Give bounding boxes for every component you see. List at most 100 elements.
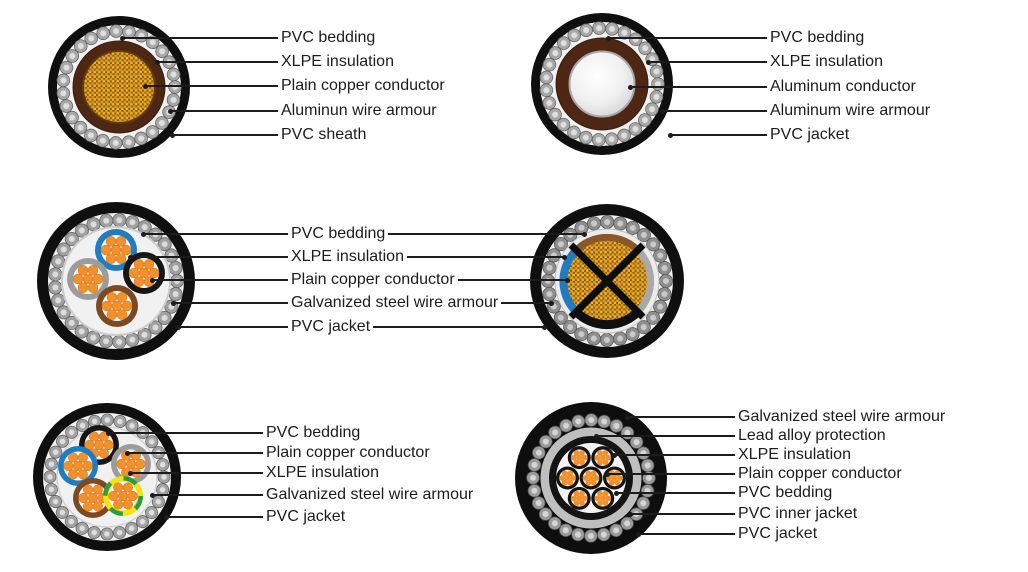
- layer-label: PVC bedding: [738, 484, 833, 501]
- layer-label: Galvanized steel wire armour: [291, 294, 499, 311]
- label-row: PVC inner jacket: [628, 504, 860, 524]
- core-brown: [96, 285, 138, 327]
- layer-label: PVC bedding: [291, 225, 386, 242]
- label-row: PVC bedding: [614, 483, 835, 503]
- sector-left-blue: [559, 247, 607, 315]
- label-row: PVC sheath: [170, 125, 369, 145]
- core-earth-yellow-green: [103, 476, 143, 516]
- leader-line: [120, 35, 278, 40]
- leader-line: [660, 108, 767, 113]
- leader-line: [164, 514, 263, 519]
- label-row: Plain copper conductor: [143, 76, 448, 96]
- layer-label: Galvanized steel wire armour: [738, 408, 946, 425]
- label-row: PVC bedding: [120, 28, 378, 48]
- sector-right-gray: [607, 247, 655, 315]
- layer-label: XLPE insulation: [281, 53, 394, 70]
- label-row: PVC bedding: [606, 28, 867, 48]
- leader-line: [501, 300, 554, 305]
- cable-single-core-aluminum-cross-section: [531, 13, 673, 155]
- cable-four-round-core-cross-section: [37, 202, 195, 360]
- sector-top-brown: [573, 233, 641, 281]
- layer-label: PVC jacket: [770, 126, 850, 143]
- label-row: Galvanized steel wire armour: [625, 407, 948, 427]
- core-cluster: [556, 446, 626, 510]
- leader-line: [168, 108, 278, 113]
- label-row: PVC bedding: [106, 423, 363, 443]
- leader-line: [625, 414, 735, 419]
- leader-line: [457, 277, 571, 282]
- leader-line: [373, 324, 547, 329]
- label-row: XLPE insulation: [128, 463, 382, 483]
- leader-line: [606, 35, 767, 40]
- layer-label: PVC bedding: [281, 29, 376, 46]
- aluminum-conductor: [568, 50, 636, 118]
- label-row: Aluminum conductor: [628, 77, 919, 97]
- label-row: PVC jacket: [176, 317, 547, 337]
- label-row: Aluminum wire armour: [660, 101, 933, 121]
- leader-line: [150, 492, 263, 497]
- copper-conductor: [82, 50, 156, 124]
- core-blue: [95, 229, 137, 271]
- layer-label: PVC jacket: [291, 318, 371, 335]
- cable-single-core-copper-cross-section: [48, 16, 190, 158]
- leader-line: [155, 59, 278, 64]
- layer-label: PVC jacket: [266, 508, 346, 525]
- layer-label: XLPE insulation: [266, 464, 379, 481]
- leader-line: [646, 59, 767, 64]
- layer-label: XLPE insulation: [738, 446, 851, 463]
- leader-line: [170, 132, 278, 137]
- layer-label: PVC sheath: [281, 126, 367, 143]
- layer-label: Galvanized steel wire armour: [266, 486, 474, 503]
- label-row: Aluminun wire armour: [168, 101, 440, 121]
- leader-line: [628, 84, 767, 89]
- leader-line: [125, 450, 263, 455]
- core-brown: [73, 478, 113, 518]
- label-row: Plain copper conductor: [150, 270, 571, 290]
- layer-label: Lead alloy protection: [738, 427, 886, 444]
- leader-line: [171, 300, 288, 305]
- leader-line: [141, 231, 288, 236]
- label-row: PVC jacket: [636, 524, 820, 544]
- leader-line: [605, 471, 735, 476]
- layer-label: Aluminum conductor: [770, 78, 916, 95]
- cable-seven-core-lead-sheathed-cross-section: [515, 402, 667, 554]
- core-gray: [67, 258, 109, 300]
- label-row: XLPE insulation: [612, 445, 854, 465]
- leader-line: [143, 83, 278, 88]
- layer-label: Aluminun wire armour: [281, 102, 437, 119]
- leader-line: [128, 254, 288, 259]
- leader-line: [150, 277, 288, 282]
- cable-five-core-cross-section: [33, 403, 181, 551]
- label-row: Galvanized steel wire armour: [150, 485, 476, 505]
- layer-label: Plain copper conductor: [281, 77, 445, 94]
- leader-line: [614, 490, 735, 495]
- layer-label: PVC inner jacket: [738, 505, 858, 522]
- label-row: XLPE insulation: [155, 52, 397, 72]
- layer-label: PVC bedding: [770, 29, 865, 46]
- core-blue: [58, 446, 98, 486]
- label-row: Lead alloy protection: [594, 426, 889, 446]
- label-row: PVC bedding: [141, 224, 587, 244]
- layer-label: XLPE insulation: [770, 53, 883, 70]
- leader-line: [612, 452, 735, 457]
- label-row: PVC jacket: [164, 507, 348, 527]
- label-row: Galvanized steel wire armour: [171, 293, 554, 313]
- leader-line: [406, 254, 568, 259]
- layer-label: PVC bedding: [266, 424, 361, 441]
- layer-label: XLPE insulation: [291, 248, 404, 265]
- sector-bottom-black: [573, 281, 641, 330]
- leader-line: [388, 231, 587, 236]
- label-row: XLPE insulation: [128, 247, 568, 267]
- label-row: Plain copper conductor: [125, 443, 433, 463]
- leader-line: [594, 433, 735, 438]
- leader-line: [176, 324, 288, 329]
- label-row: Plain copper conductor: [605, 464, 905, 484]
- layer-label: Aluminum wire armour: [770, 102, 931, 119]
- leader-line: [668, 132, 767, 137]
- leader-line: [106, 430, 263, 435]
- label-row: XLPE insulation: [646, 52, 886, 72]
- layer-label: PVC jacket: [738, 525, 818, 542]
- layer-label: Plain copper conductor: [291, 271, 455, 288]
